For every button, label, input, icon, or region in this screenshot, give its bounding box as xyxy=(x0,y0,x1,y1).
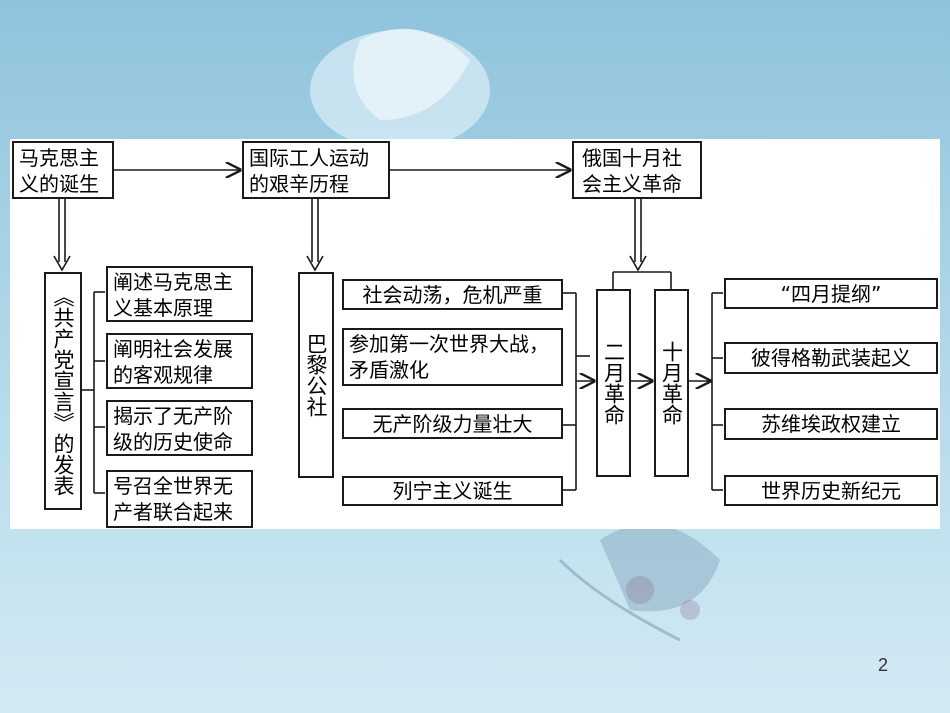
box-workers-movement: 国际工人运动 的艰辛历程 xyxy=(242,141,390,199)
manifesto-item-3: 揭示了无产阶 级的历史使命 xyxy=(106,400,253,456)
result-box-4: 世界历史新纪元 xyxy=(724,475,938,506)
box-february-revolution: 二月革命 xyxy=(596,289,631,477)
page-number: 2 xyxy=(878,655,889,675)
box-paris-commune: 巴黎公社 xyxy=(298,272,334,478)
manifesto-item-4: 号召全世界无 产者联合起来 xyxy=(106,470,253,528)
manifesto-item-2: 阐明社会发展 的客观规律 xyxy=(106,333,253,389)
box-october-revolution-stage: 十月革命 xyxy=(654,289,689,477)
manifesto-item-1: 阐述马克思主 义基本原理 xyxy=(106,266,253,322)
box-marxism-birth: 马克思主 义的诞生 xyxy=(12,141,114,199)
box-october-revolution: 俄国十月社 会主义革命 xyxy=(572,141,702,199)
cause-box-2: 参加第一次世界大战， 矛盾激化 xyxy=(342,328,563,386)
result-box-1: “四月提纲” xyxy=(724,278,938,309)
box-manifesto: 《共产党宣言》的发表 xyxy=(44,272,82,510)
cause-box-1: 社会动荡，危机严重 xyxy=(342,279,563,310)
cause-box-3: 无产阶级力量壮大 xyxy=(342,408,563,439)
result-box-2: 彼得格勒武装起义 xyxy=(724,342,938,374)
result-box-3: 苏维埃政权建立 xyxy=(724,408,938,440)
cause-box-4: 列宁主义诞生 xyxy=(342,476,563,506)
